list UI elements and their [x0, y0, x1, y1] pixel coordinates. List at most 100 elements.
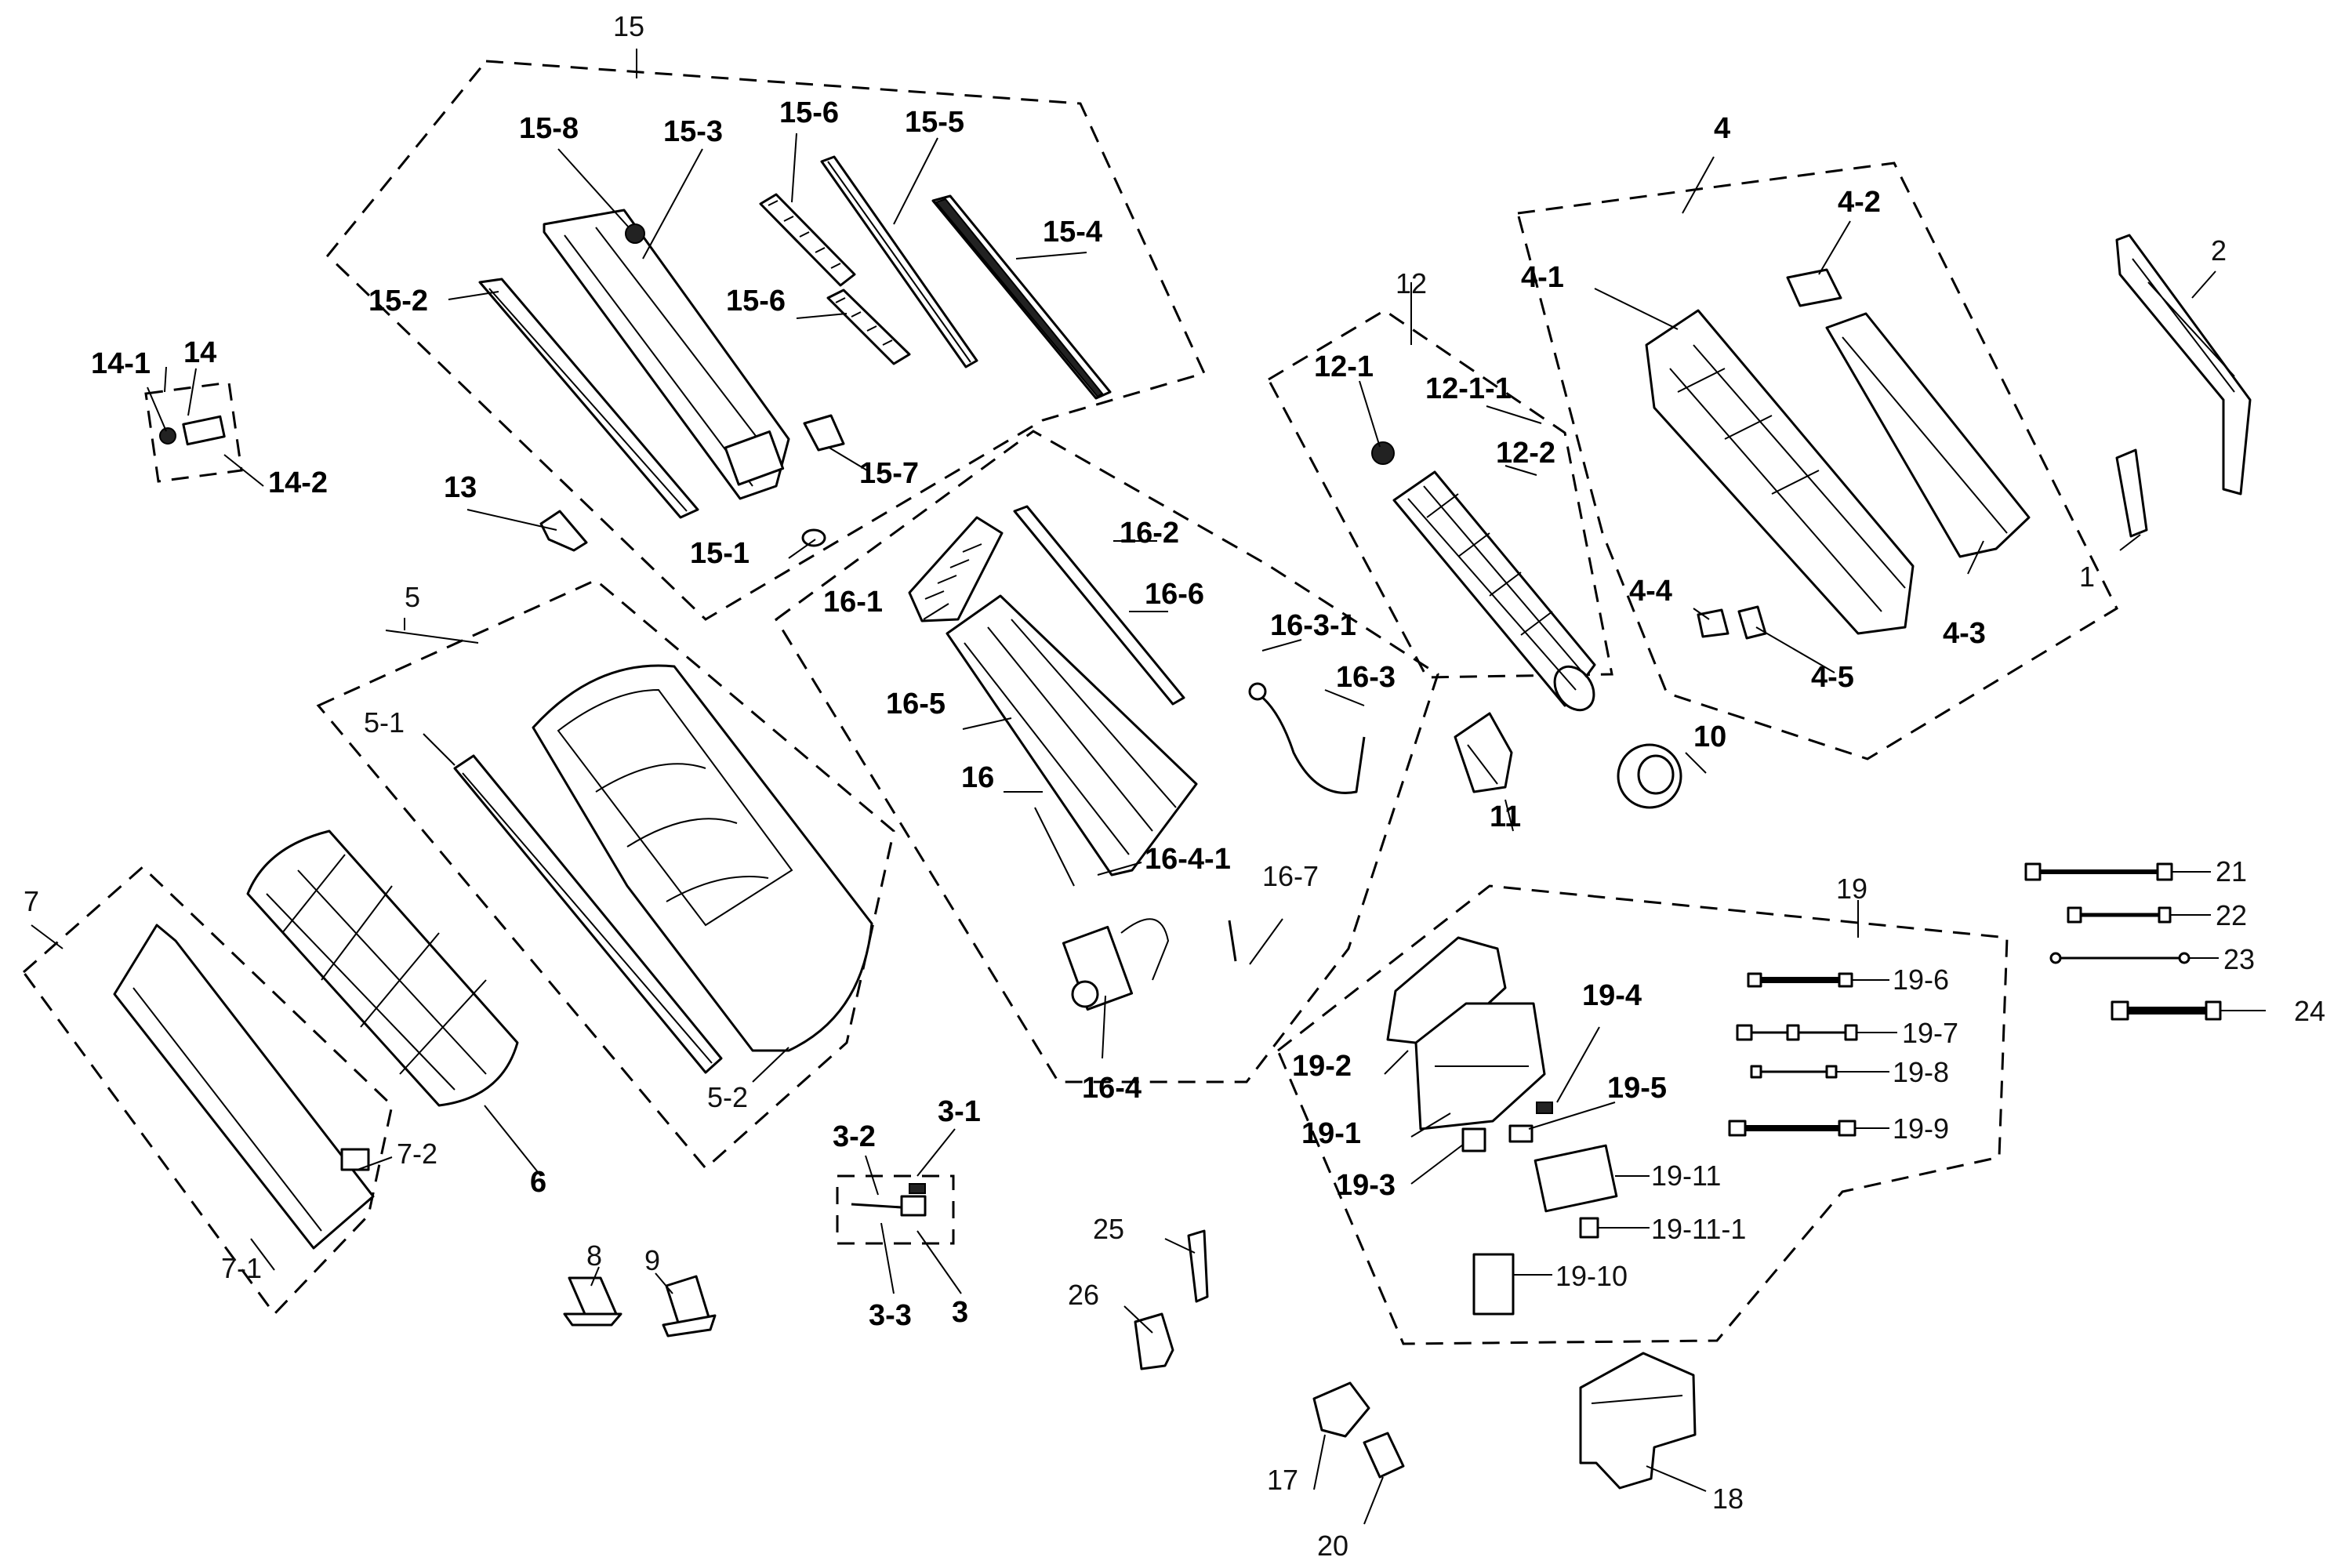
label-6: 6 [530, 1166, 546, 1199]
label-23: 23 [2223, 943, 2255, 975]
label-19-1: 19-1 [1301, 1117, 1361, 1150]
label-19-9: 19-9 [1893, 1112, 1949, 1145]
label-16: 16 [961, 761, 994, 794]
part-17-part [1312, 1381, 1370, 1438]
label-3-3: 3-3 [869, 1299, 912, 1332]
part-20-part [1363, 1432, 1405, 1479]
part-25-remote-controller [1187, 1229, 1209, 1303]
label-11: 11 [1490, 800, 1521, 833]
part-15-4-horizontal-vane [931, 194, 1112, 400]
part-12-1-bearing [1371, 441, 1395, 465]
label-19: 19 [1836, 873, 1867, 905]
label-15: 15 [613, 10, 644, 42]
part-15-2-front-panel [478, 278, 699, 519]
label-14: 14 [183, 336, 216, 369]
part-19-9-harness [1728, 1120, 1857, 1137]
part-19-1-electrical-box [1414, 1002, 1546, 1131]
label-25: 25 [1093, 1213, 1124, 1245]
group-15-outline [325, 60, 1207, 621]
label-21: 21 [2216, 855, 2247, 887]
part-21-cable [2024, 862, 2173, 881]
label-5-2: 5-2 [707, 1081, 748, 1113]
part-19-11-pcb [1534, 1144, 1618, 1213]
label-16-4: 16-4 [1082, 1072, 1142, 1105]
part-16-4-valve-assembly [1034, 807, 1170, 1011]
part-16-7-sensor [1228, 920, 1237, 962]
label-14-2: 14-2 [268, 466, 328, 499]
part-8-stand [563, 1276, 622, 1327]
label-15-8: 15-8 [519, 112, 579, 145]
part-19-5-component [1508, 1124, 1534, 1143]
part-19-3-terminal-block [1461, 1127, 1486, 1152]
label-15-6-lower: 15-6 [726, 285, 786, 318]
label-7: 7 [24, 885, 39, 917]
label-7-2: 7-2 [397, 1138, 437, 1170]
label-19-8: 19-8 [1893, 1056, 1949, 1088]
label-15-3: 15-3 [663, 115, 723, 148]
label-5-1: 5-1 [364, 706, 405, 739]
label-12-1-1: 12-1-1 [1425, 372, 1512, 405]
label-5: 5 [405, 581, 420, 613]
part-15-7-clip [803, 414, 845, 452]
label-15-5: 15-5 [905, 106, 964, 139]
part-19-8-harness [1750, 1065, 1838, 1079]
group-7-outline [21, 865, 394, 1316]
label-10: 10 [1693, 720, 1726, 753]
label-1: 1 [2079, 561, 2095, 593]
label-4: 4 [1714, 112, 1730, 145]
part-5-1-side-panel [453, 754, 723, 1074]
part-10-fan-motor [1617, 743, 1682, 809]
label-22: 22 [2216, 899, 2247, 931]
label-16-2: 16-2 [1120, 517, 1179, 550]
label-19-5: 19-5 [1607, 1072, 1667, 1105]
part-16-evaporator [946, 594, 1198, 877]
label-16-7: 16-7 [1262, 860, 1319, 892]
label-13: 13 [444, 471, 477, 504]
label-19-2: 19-2 [1292, 1050, 1352, 1083]
label-16-5: 16-5 [886, 688, 946, 720]
label-4-3: 4-3 [1943, 617, 1986, 650]
label-12: 12 [1396, 267, 1427, 299]
part-13-bracket [539, 510, 588, 552]
label-17: 17 [1267, 1464, 1298, 1496]
part-4-3-drain-pan [1825, 312, 2031, 558]
label-16-1: 16-1 [823, 586, 883, 619]
label-3-2: 3-2 [833, 1120, 876, 1153]
label-19-3: 19-3 [1336, 1169, 1396, 1202]
part-5-front-cover [532, 664, 873, 1052]
part-19-10-receiver-board [1472, 1253, 1515, 1316]
label-15-2: 15-2 [368, 285, 428, 318]
label-8: 8 [586, 1240, 602, 1272]
part-15-6-swing-blade-upper [759, 193, 856, 287]
label-4-2: 4-2 [1838, 186, 1881, 219]
label-15-7: 15-7 [859, 457, 919, 490]
group-3-outline [836, 1174, 955, 1245]
part-2-mounting-plate [2115, 234, 2252, 495]
group-4-outline [1516, 162, 2118, 760]
part-24-cable [2111, 1000, 2222, 1021]
label-4-1: 4-1 [1521, 261, 1564, 294]
label-3-1: 3-1 [938, 1095, 981, 1128]
label-19-4: 19-4 [1582, 979, 1642, 1012]
part-15-6-swing-blade-lower [826, 289, 911, 365]
label-19-11-1: 19-11-1 [1651, 1213, 1746, 1245]
part-19-11-1-fuse [1579, 1217, 1599, 1239]
part-7-panel-frame [113, 924, 375, 1250]
label-7-1: 7-1 [221, 1252, 262, 1284]
part-15-8-screw-cap [625, 223, 645, 244]
part-16-1-end-plate [908, 516, 1004, 622]
group-14-outline [144, 381, 243, 483]
label-15-4: 15-4 [1043, 216, 1102, 249]
label-9: 9 [644, 1244, 660, 1276]
label-16-6: 16-6 [1145, 578, 1204, 611]
label-3: 3 [952, 1296, 968, 1329]
part-12-2-cross-flow-fan [1392, 470, 1596, 712]
part-19-4-connector [1536, 1102, 1553, 1114]
label-19-6: 19-6 [1893, 964, 1949, 996]
label-26: 26 [1068, 1279, 1099, 1311]
part-4-2-cover [1786, 268, 1842, 307]
part-19-2-electrical-box-cover [1386, 936, 1507, 1047]
label-19-10: 19-10 [1555, 1260, 1628, 1292]
label-4-5: 4-5 [1811, 661, 1854, 694]
